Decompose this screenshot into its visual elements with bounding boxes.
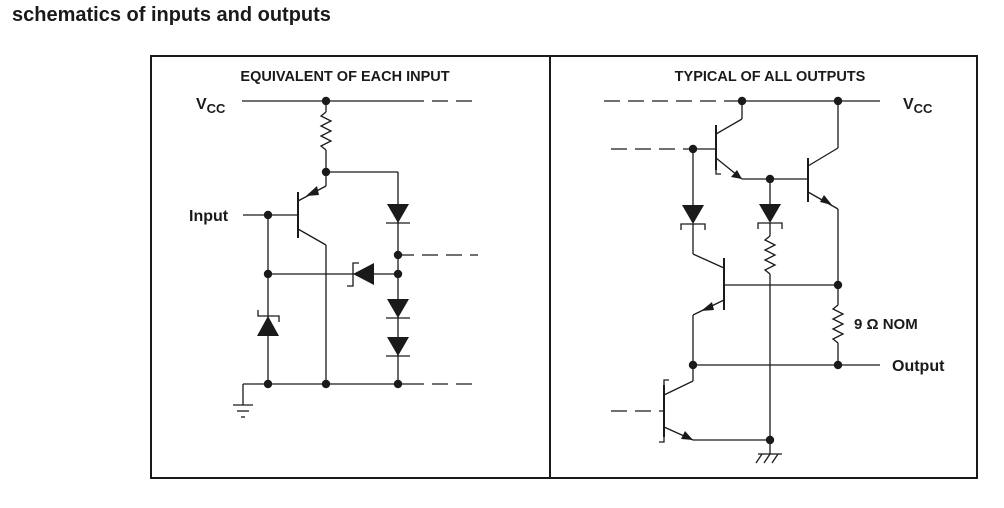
emitter-arrow-left <box>306 186 319 196</box>
input-equivalent-circuit: EQUIVALENT OF EACH INPUT VCC Input <box>189 69 478 418</box>
clamp-diode <box>257 316 279 336</box>
q4-collector <box>663 380 694 396</box>
output-label: Output <box>892 358 945 375</box>
q1-schottky-clamp <box>715 170 721 175</box>
input-label: Input <box>189 208 229 225</box>
vcc-label-right: VCC <box>903 96 933 116</box>
chassis-ground-hatch-3 <box>771 453 779 464</box>
link-zener-bar <box>347 262 359 287</box>
vcc-label-left: VCC <box>196 96 226 116</box>
emitter-diode <box>759 204 781 223</box>
node-gnd-1 <box>263 379 273 389</box>
resistor-value-label: 9 Ω NOM <box>854 316 918 333</box>
node-chain-2 <box>393 269 403 279</box>
input-transistor-collector <box>297 228 327 246</box>
q2-collector <box>807 147 839 167</box>
output-resistor <box>831 304 845 344</box>
link-zener-diode <box>353 263 374 285</box>
diode-1 <box>387 204 409 223</box>
input-panel-title: EQUIVALENT OF EACH INPUT <box>240 69 449 85</box>
input-resistor <box>319 111 333 151</box>
output-typical-circuit: TYPICAL OF ALL OUTPUTS VCC <box>604 69 945 464</box>
node-gnd-3 <box>393 379 403 389</box>
diode-2 <box>387 299 409 318</box>
node-gnd-2 <box>321 379 331 389</box>
q2-emitter-arrow <box>820 195 832 205</box>
q3-collector <box>692 253 725 269</box>
q3-emitter-arrow <box>701 302 714 311</box>
page-heading: schematics of inputs and outputs <box>12 4 331 26</box>
q1-base-diode <box>682 205 704 224</box>
chassis-ground-hatch-1 <box>755 453 763 464</box>
q1-collector <box>715 118 743 135</box>
q4-clamp-bottom <box>659 437 665 443</box>
output-panel-title: TYPICAL OF ALL OUTPUTS <box>675 69 866 85</box>
output-schematic-panel <box>549 55 978 479</box>
node-output-right <box>833 360 843 370</box>
chassis-ground-hatch-2 <box>763 453 771 464</box>
clamp-diode-bar <box>257 310 280 322</box>
emitter-resistor <box>763 235 777 275</box>
q1-emitter-arrow <box>731 170 742 179</box>
diode-3 <box>387 337 409 356</box>
q4-emitter-arrow <box>681 431 693 440</box>
q4-clamp-top <box>663 379 669 385</box>
